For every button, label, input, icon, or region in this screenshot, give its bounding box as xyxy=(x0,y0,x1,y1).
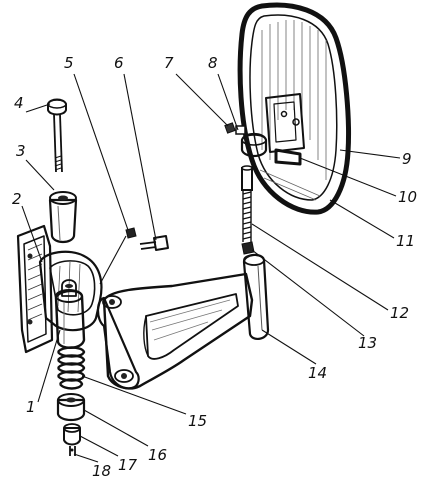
label-12: 12 xyxy=(390,304,409,322)
washer xyxy=(56,393,86,422)
label-5: 5 xyxy=(64,54,74,72)
label-4: 4 xyxy=(14,94,24,112)
label-2: 2 xyxy=(12,190,22,208)
label-14: 14 xyxy=(308,364,327,382)
label-9: 9 xyxy=(402,150,412,168)
mirror-arm xyxy=(96,253,270,390)
leader-lines xyxy=(21,73,401,463)
label-13: 13 xyxy=(358,334,377,352)
door-bracket xyxy=(16,224,103,354)
label-1: 1 xyxy=(26,398,36,416)
callout-labels: 1 2 3 4 5 6 7 8 9 10 11 12 13 14 15 16 1… xyxy=(12,54,417,480)
long-bolt xyxy=(47,98,67,173)
mirror-stud xyxy=(241,165,255,255)
label-7: 7 xyxy=(164,54,174,72)
label-8: 8 xyxy=(208,54,218,72)
pivot-post xyxy=(54,279,86,349)
spacer-sleeve xyxy=(48,191,78,244)
label-3: 3 xyxy=(16,142,26,160)
spring xyxy=(57,346,86,390)
label-16: 16 xyxy=(148,446,167,464)
mirror-housing xyxy=(237,2,351,215)
label-11: 11 xyxy=(396,232,415,250)
bottom-nut xyxy=(63,423,81,456)
label-6: 6 xyxy=(114,54,124,72)
label-17: 17 xyxy=(118,456,138,474)
short-bolt xyxy=(139,235,169,251)
mirror-glass-shading xyxy=(259,20,327,201)
label-10: 10 xyxy=(398,188,417,206)
set-screw xyxy=(125,227,137,239)
label-18: 18 xyxy=(92,462,111,480)
label-15: 15 xyxy=(188,412,207,430)
mirror-clamp-bolt xyxy=(224,122,268,158)
